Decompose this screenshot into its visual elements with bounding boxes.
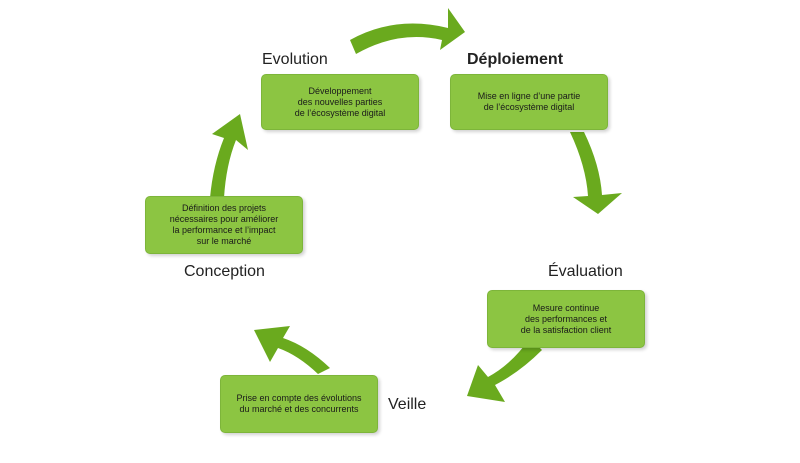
stage-title-deploiement: Déploiement xyxy=(467,51,564,68)
stage-box-veille: Prise en compte des évolutions du marché… xyxy=(220,375,378,433)
stage-box-evaluation: Mesure continue des performances et de l… xyxy=(487,290,645,348)
stage-text-evaluation: Mesure continue des performances et de l… xyxy=(520,302,612,335)
stage-title-veille: Veille xyxy=(388,396,427,413)
stage-title-evaluation: Évaluation xyxy=(548,263,623,280)
arrow-deploiement-to-evaluation xyxy=(570,132,622,214)
stage-box-deploiement: Mise en ligne d’une partie de l’écosystè… xyxy=(450,74,608,130)
arrow-evolution-to-deploiement xyxy=(350,8,465,54)
arrow-veille-to-conception xyxy=(254,326,330,374)
stage-text-veille: Prise en compte des évolutions du marché… xyxy=(236,393,362,414)
stage-title-conception: Conception xyxy=(184,263,265,280)
arrow-conception-to-evolution xyxy=(210,114,248,198)
stage-box-conception: Définition des projets nécessaires pour … xyxy=(145,196,303,254)
stage-text-deploiement: Mise en ligne d’une partie de l’écosystè… xyxy=(477,91,581,112)
stage-text-evolution: Développement des nouvelles parties de l… xyxy=(294,85,386,118)
stage-box-evolution: Développement des nouvelles parties de l… xyxy=(261,74,419,130)
stage-title-evolution: Evolution xyxy=(262,51,328,68)
stage-text-conception: Définition des projets nécessaires pour … xyxy=(169,203,279,246)
arrow-evaluation-to-veille xyxy=(467,338,542,402)
